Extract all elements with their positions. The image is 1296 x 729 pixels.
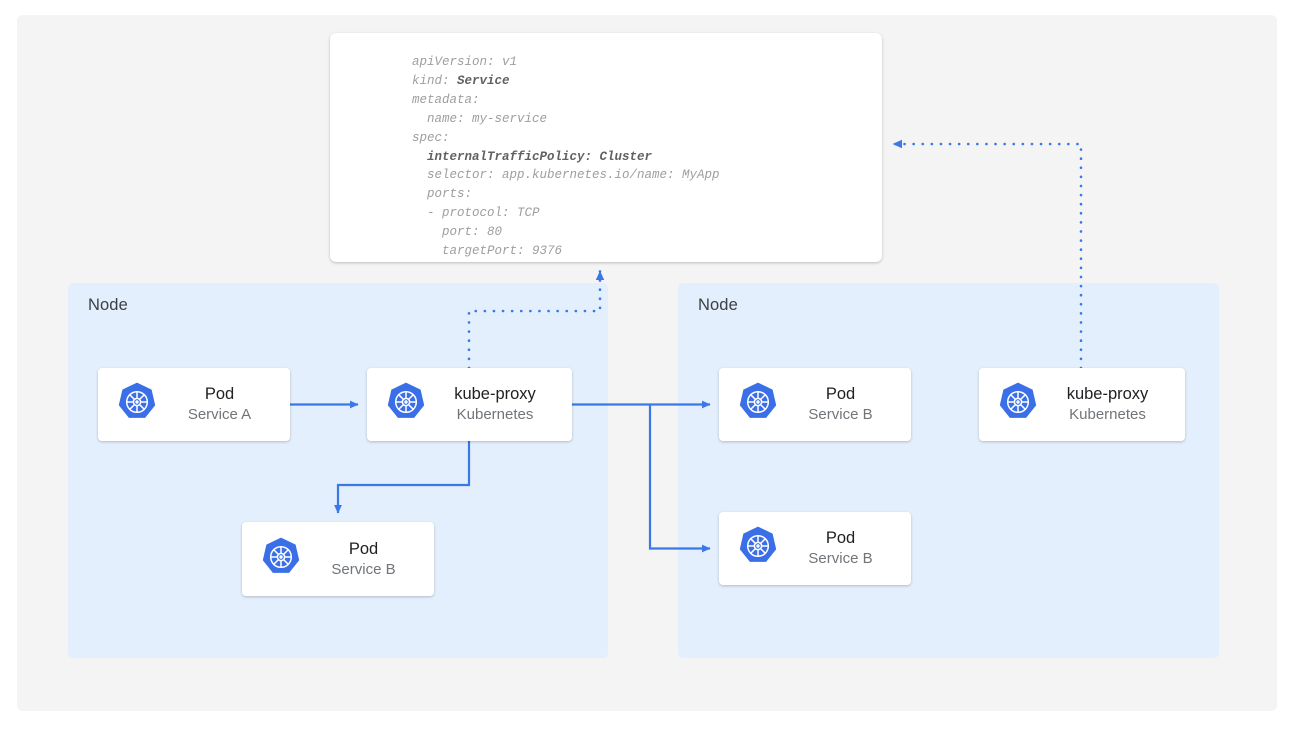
card-title: Pod <box>825 385 856 403</box>
kubernetes-icon <box>998 381 1038 428</box>
node-label-right: Node <box>698 296 738 314</box>
card-subtitle: Service B <box>808 550 873 567</box>
card-subtitle: Service B <box>331 560 396 578</box>
node-box-right: Node <box>678 283 1219 658</box>
service-manifest-text: apiVersion: v1 kind: Service metadata: nam… <box>412 53 874 261</box>
kubernetes-icon <box>261 536 301 583</box>
card-text: Pod Service B <box>301 539 434 580</box>
manifest-line: internalTrafficPolicy: Cluster <box>412 149 653 164</box>
card-title: kube-proxy <box>454 385 536 403</box>
manifest-line: apiVersion: v1 <box>412 55 518 69</box>
service-manifest-card: apiVersion: v1 kind: Service metadata: nam… <box>330 33 882 262</box>
manifest-line: metadata: <box>412 92 480 107</box>
card-title: Pod <box>204 385 235 403</box>
card-text: Pod Service B <box>778 528 911 569</box>
card-text: kube-proxy Kubernetes <box>1038 384 1185 425</box>
card-pod-service-b-right-top[interactable]: Pod Service B <box>719 368 911 441</box>
node-box-left: Node <box>68 283 608 658</box>
card-text: Pod Service B <box>778 384 911 425</box>
card-title: kube-proxy <box>1066 385 1149 403</box>
card-text: Pod Service A <box>157 384 290 425</box>
card-title: Pod <box>825 529 856 547</box>
manifest-line: spec: <box>412 130 450 145</box>
card-kube-proxy-right[interactable]: kube-proxy Kubernetes <box>979 368 1185 441</box>
manifest-line: ports: <box>412 187 473 202</box>
card-pod-service-b-right-bottom[interactable]: Pod Service B <box>719 512 911 585</box>
card-pod-service-b-left[interactable]: Pod Service B <box>242 522 434 596</box>
manifest-line: kind: Service <box>412 73 510 88</box>
card-kube-proxy-left[interactable]: kube-proxy Kubernetes <box>367 368 572 441</box>
card-subtitle: Kubernetes <box>456 406 534 423</box>
kubernetes-icon <box>117 381 157 428</box>
node-label-left: Node <box>88 296 128 314</box>
manifest-line: - protocol: TCP <box>412 206 540 221</box>
manifest-line: targetPort: 9376 <box>412 244 563 259</box>
manifest-line: selector: app.kubernetes.io/name: MyApp <box>412 168 720 183</box>
manifest-line: name: my-service <box>412 111 548 126</box>
kubernetes-icon <box>738 381 778 428</box>
kubernetes-icon <box>386 381 426 428</box>
card-title: Pod <box>348 539 379 558</box>
kubernetes-icon <box>738 525 778 572</box>
card-subtitle: Service A <box>187 406 252 423</box>
manifest-line: port: 80 <box>412 225 503 240</box>
card-subtitle: Kubernetes <box>1069 406 1146 423</box>
card-pod-service-a[interactable]: Pod Service A <box>98 368 290 441</box>
card-subtitle: Service B <box>808 406 873 423</box>
card-text: kube-proxy Kubernetes <box>426 384 572 425</box>
